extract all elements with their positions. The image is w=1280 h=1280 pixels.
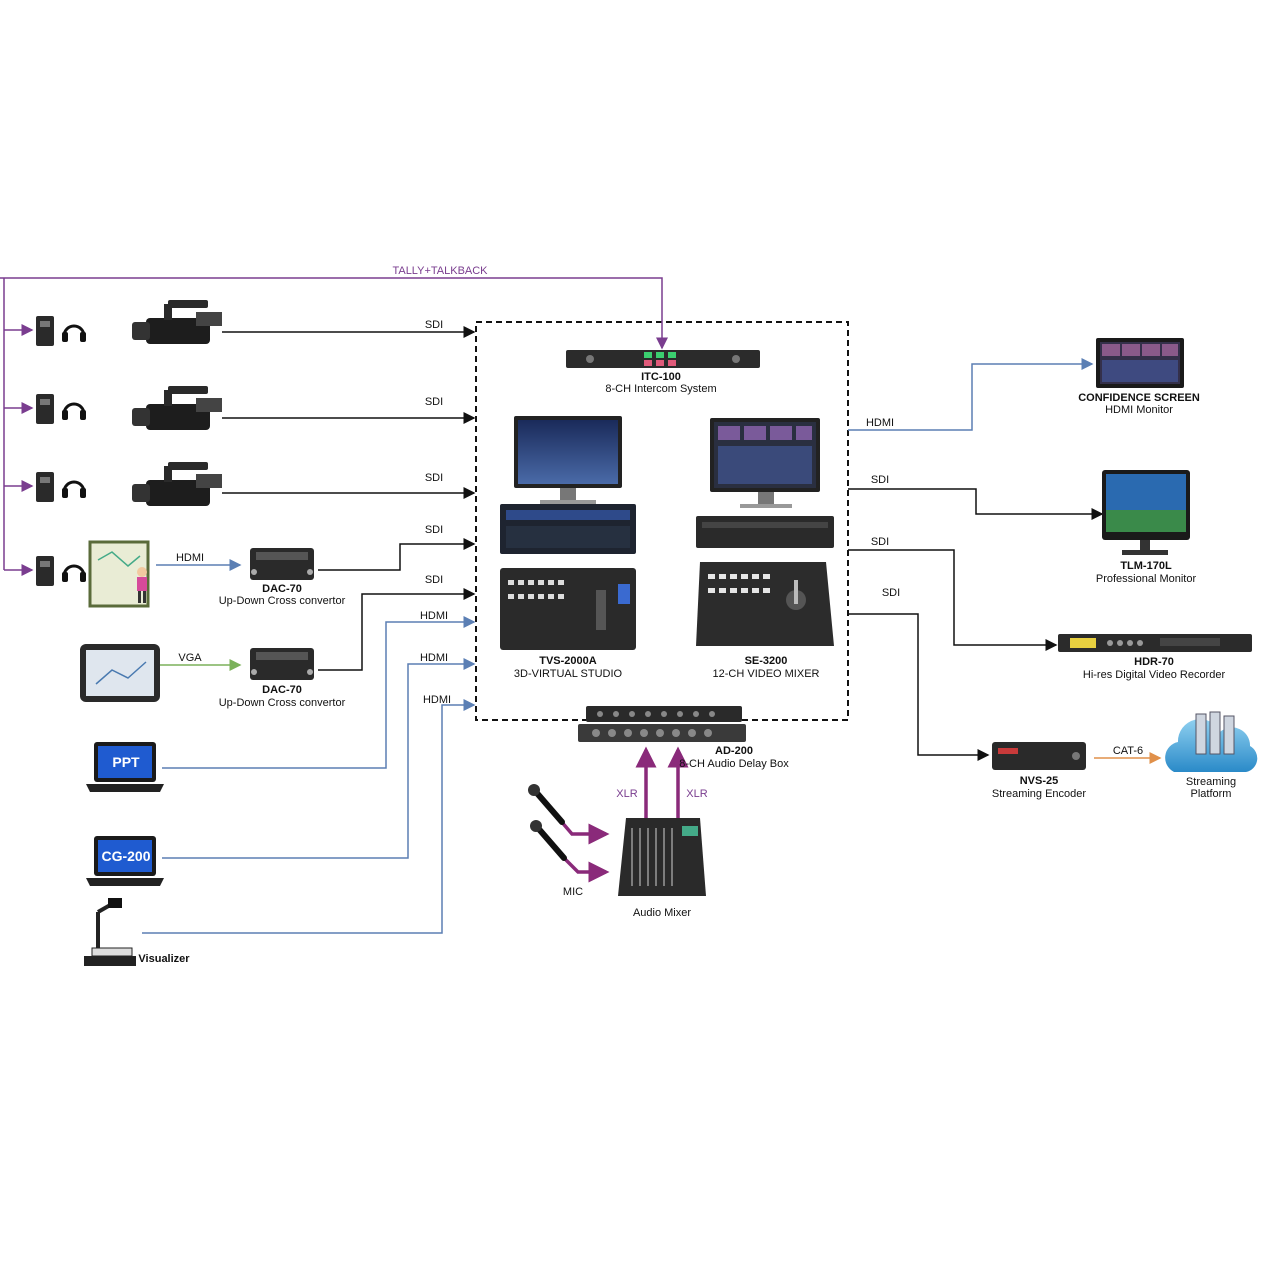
hdr-desc: Hi-res Digital Video Recorder xyxy=(1083,669,1226,681)
dac2-model: DAC-70 xyxy=(262,684,302,696)
nvs-desc: Streaming Encoder xyxy=(992,788,1086,800)
hdmi-label-visualizer: HDMI xyxy=(423,694,451,706)
beltpack-group xyxy=(36,316,86,586)
beltpack-4 xyxy=(36,556,86,586)
ppt-laptop: PPT xyxy=(86,742,164,792)
dac1-desc: Up-Down Cross convertor xyxy=(219,595,346,607)
xlr-label-2: XLR xyxy=(686,788,707,800)
audio-mixer-label: Audio Mixer xyxy=(633,907,691,919)
sdi-label-2: SDI xyxy=(425,396,443,408)
hdmi-label-ppt: HDMI xyxy=(420,610,448,622)
vga-label: VGA xyxy=(178,652,202,664)
whiteboard-icon xyxy=(88,540,150,608)
dac1-wires: HDMI SDI xyxy=(156,524,476,571)
sdi-label-5: SDI xyxy=(425,574,443,586)
tvs-model: TVS-2000A xyxy=(539,655,597,667)
hdmi-label-whiteboard: HDMI xyxy=(176,552,204,564)
stream-line1: Streaming xyxy=(1186,776,1236,788)
camera-group xyxy=(132,300,222,506)
microphone-icon xyxy=(530,820,567,861)
cloud-icon: Streaming Platform xyxy=(1165,711,1258,800)
tlm-device: TLM-170L Professional Monitor xyxy=(1096,470,1197,585)
dac1-device: DAC-70 Up-Down Cross convertor xyxy=(219,548,346,607)
sdi-label-tlm: SDI xyxy=(871,474,889,486)
camera-icon xyxy=(132,300,222,344)
nvs-model: NVS-25 xyxy=(1020,775,1059,787)
hdmi-label-cg: HDMI xyxy=(420,652,448,664)
dac2-wires: VGA SDI xyxy=(160,574,476,671)
sdi-label-nvs: SDI xyxy=(882,587,900,599)
confidence-desc: HDMI Monitor xyxy=(1105,404,1173,416)
sdi-label-1: SDI xyxy=(425,319,443,331)
itc-model: ITC-100 xyxy=(641,371,681,383)
microphone-icon xyxy=(528,784,565,825)
se-desc: 12-CH VIDEO MIXER xyxy=(713,668,820,680)
stream-line2: Platform xyxy=(1191,788,1232,800)
se-device: SE-3200 12-CH VIDEO MIXER xyxy=(696,418,834,680)
ppt-label: PPT xyxy=(112,754,140,770)
hdmi-source-wires: HDMI HDMI HDMI xyxy=(142,610,476,934)
sdi-label-3: SDI xyxy=(425,472,443,484)
cat6-label: CAT-6 xyxy=(1113,745,1143,757)
visualizer-device: Visualizer xyxy=(84,898,190,966)
itc-desc: 8-CH Intercom System xyxy=(605,383,716,395)
output-wires: HDMI SDI SDI SDI CAT-6 xyxy=(848,358,1162,764)
camera-sdi-wires: SDI SDI SDI xyxy=(222,319,476,499)
se-model: SE-3200 xyxy=(745,655,788,667)
visualizer-label: Visualizer xyxy=(138,953,190,965)
ad-desc: 8-CH Audio Delay Box xyxy=(679,758,789,770)
xlr-label-1: XLR xyxy=(616,788,637,800)
beltpack-3 xyxy=(36,472,86,502)
cg-label: CG-200 xyxy=(101,848,150,864)
tlm-desc: Professional Monitor xyxy=(1096,573,1197,585)
confidence-model: CONFIDENCE SCREEN xyxy=(1078,392,1200,404)
tally-label: TALLY+TALKBACK xyxy=(392,265,488,277)
hdr-model: HDR-70 xyxy=(1134,656,1174,668)
mic-label: MIC xyxy=(563,886,583,898)
dac1-model: DAC-70 xyxy=(262,583,302,595)
ad-device: AD-200 8-CH Audio Delay Box xyxy=(578,706,789,770)
beltpack-2 xyxy=(36,394,86,424)
tvs-device: TVS-2000A 3D-VIRTUAL STUDIO xyxy=(500,416,636,680)
tvs-desc: 3D-VIRTUAL STUDIO xyxy=(514,668,623,680)
hdmi-label-confidence: HDMI xyxy=(866,417,894,429)
ad-model: AD-200 xyxy=(715,745,753,757)
beltpack-1 xyxy=(36,316,86,346)
camera-icon xyxy=(132,386,222,430)
nvs-device: NVS-25 Streaming Encoder xyxy=(992,742,1086,800)
audio-mixer-device: Audio Mixer xyxy=(618,818,706,919)
cg-laptop: CG-200 xyxy=(86,836,164,886)
itc-device: ITC-100 8-CH Intercom System xyxy=(566,350,760,395)
sdi-label-hdr: SDI xyxy=(871,536,889,548)
hdr-device: HDR-70 Hi-res Digital Video Recorder xyxy=(1058,634,1252,681)
tlm-model: TLM-170L xyxy=(1120,560,1172,572)
dac2-device: DAC-70 Up-Down Cross convertor xyxy=(219,648,346,709)
confidence-screen-device: CONFIDENCE SCREEN HDMI Monitor xyxy=(1078,338,1200,416)
camera-icon xyxy=(132,462,222,506)
audio-wires: XLR XLR MIC xyxy=(558,746,708,898)
tally-talkback-wires: TALLY+TALKBACK xyxy=(0,265,668,576)
tablet-icon xyxy=(80,644,160,702)
sdi-label-4: SDI xyxy=(425,524,443,536)
dac2-desc: Up-Down Cross convertor xyxy=(219,697,346,709)
